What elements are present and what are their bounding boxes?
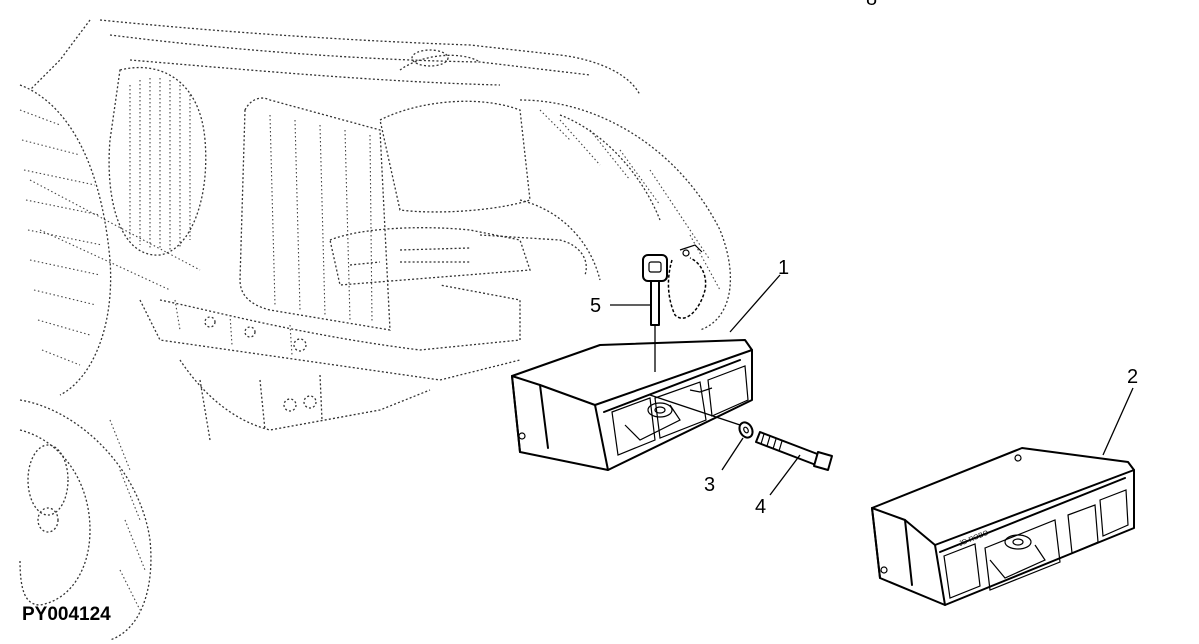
tractor-front-outline bbox=[19, 19, 732, 641]
callout-3: 3 bbox=[704, 474, 715, 496]
lock-pin-5 bbox=[642, 254, 668, 372]
callout-1: 1 bbox=[778, 257, 789, 279]
front-weight-1 bbox=[511, 339, 753, 471]
callout-leaders bbox=[610, 274, 1134, 496]
retaining-chain bbox=[667, 244, 707, 319]
front-weight-2: JD ROBO bbox=[871, 447, 1135, 606]
callout-4: 4 bbox=[755, 496, 766, 518]
callout-2: 2 bbox=[1127, 366, 1138, 388]
washer-3 bbox=[738, 421, 754, 439]
callout-5: 5 bbox=[590, 295, 601, 317]
bolt-4 bbox=[649, 394, 833, 471]
figure-id: PY004124 bbox=[22, 604, 111, 625]
stray-glyph: 8 bbox=[866, 0, 877, 10]
